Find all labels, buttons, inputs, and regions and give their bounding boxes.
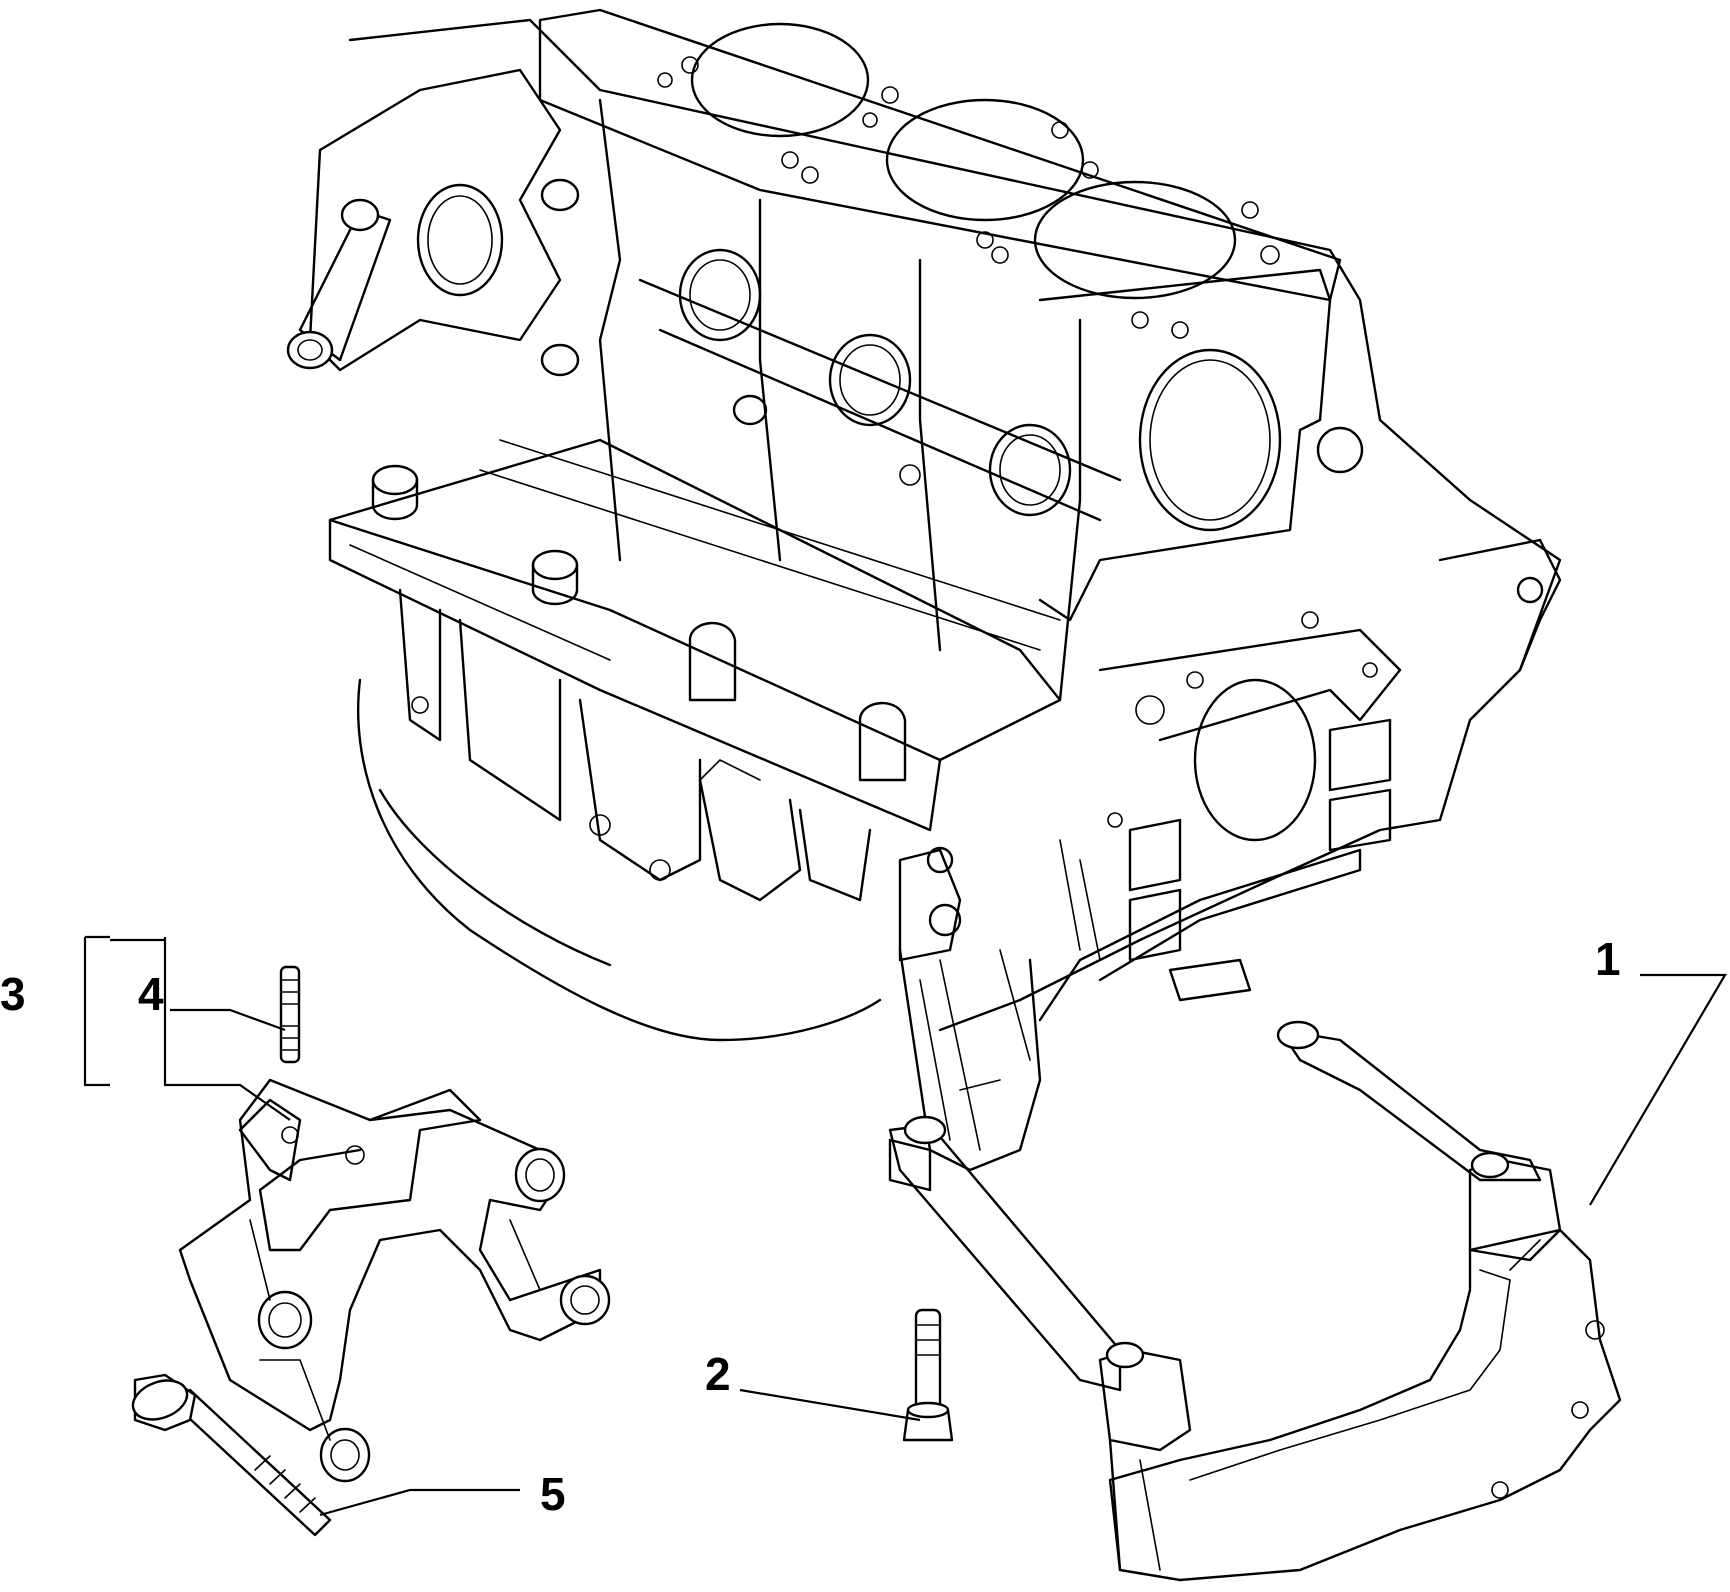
callout-2: 2	[705, 1348, 731, 1400]
leader-lines	[83, 935, 1727, 1517]
engine-block	[286, 8, 1562, 1172]
long-bolt	[131, 1373, 332, 1537]
callout-3: 3	[0, 968, 26, 1020]
engine-mount-bracket-right	[888, 1020, 1622, 1582]
short-bolt	[902, 1308, 954, 1442]
callout-4: 4	[138, 968, 164, 1020]
callout-5: 5	[540, 1468, 566, 1520]
callout-labels: 1 2 3 4 5	[0, 933, 1621, 1520]
stud	[279, 965, 301, 1064]
engine-mount-bracket-left	[178, 1078, 611, 1483]
callout-1: 1	[1595, 933, 1621, 985]
